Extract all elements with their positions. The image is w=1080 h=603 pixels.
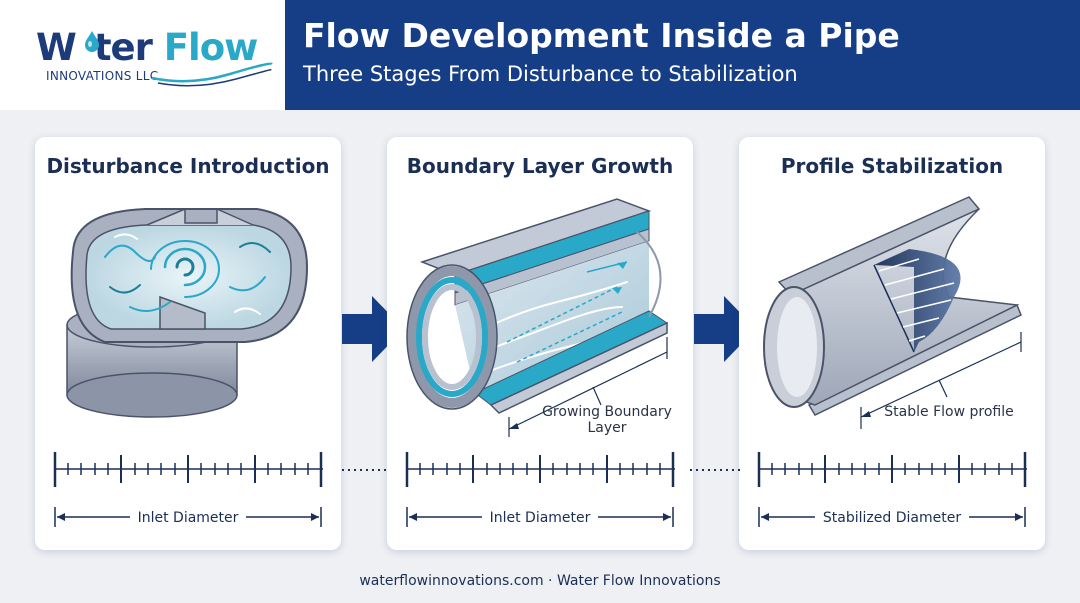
elbow-pipe-illustration: [53, 207, 323, 527]
logo-text-w: W: [36, 26, 77, 69]
panel-boundary-layer: Boundary Layer Growth: [387, 137, 693, 550]
boundary-layer-callout: Growing Boundary Layer: [542, 404, 672, 436]
page-subtitle: Three Stages From Disturbance to Stabili…: [303, 62, 798, 86]
logo-text-ter: ter: [93, 26, 153, 69]
ruler-connector: [342, 469, 740, 471]
page-title: Flow Development Inside a Pipe: [303, 16, 900, 55]
water-drop-icon: [85, 31, 99, 52]
velocity-profile-illustration: [757, 196, 1027, 527]
layered-pipe-illustration: [405, 198, 675, 527]
dimension-label: Inlet Diameter: [387, 510, 693, 526]
logo-text-flow: Flow: [163, 26, 259, 69]
right-arrow-icon: [342, 296, 404, 362]
dimension-label: Inlet Diameter: [35, 510, 341, 526]
panel-disturbance: Disturbance Introduction: [35, 137, 341, 550]
stable-flow-callout: Stable Flow profile: [884, 404, 1014, 420]
panel-profile-stabilization: Profile Stabilization: [739, 137, 1045, 550]
logo-wave-graphic: [151, 62, 273, 87]
panel-title: Disturbance Introduction: [46, 154, 330, 178]
logo-tagline: INNOVATIONS LLC: [46, 69, 159, 83]
header-banner: Flow Development Inside a Pipe Three Sta…: [285, 0, 1080, 110]
panel-title: Boundary Layer Growth: [406, 154, 674, 178]
right-arrow-icon: [694, 296, 756, 362]
dimension-label: Stabilized Diameter: [739, 510, 1045, 526]
panel-title: Profile Stabilization: [780, 154, 1004, 178]
footer-text: waterflowinnovations.com · Water Flow In…: [359, 573, 721, 589]
